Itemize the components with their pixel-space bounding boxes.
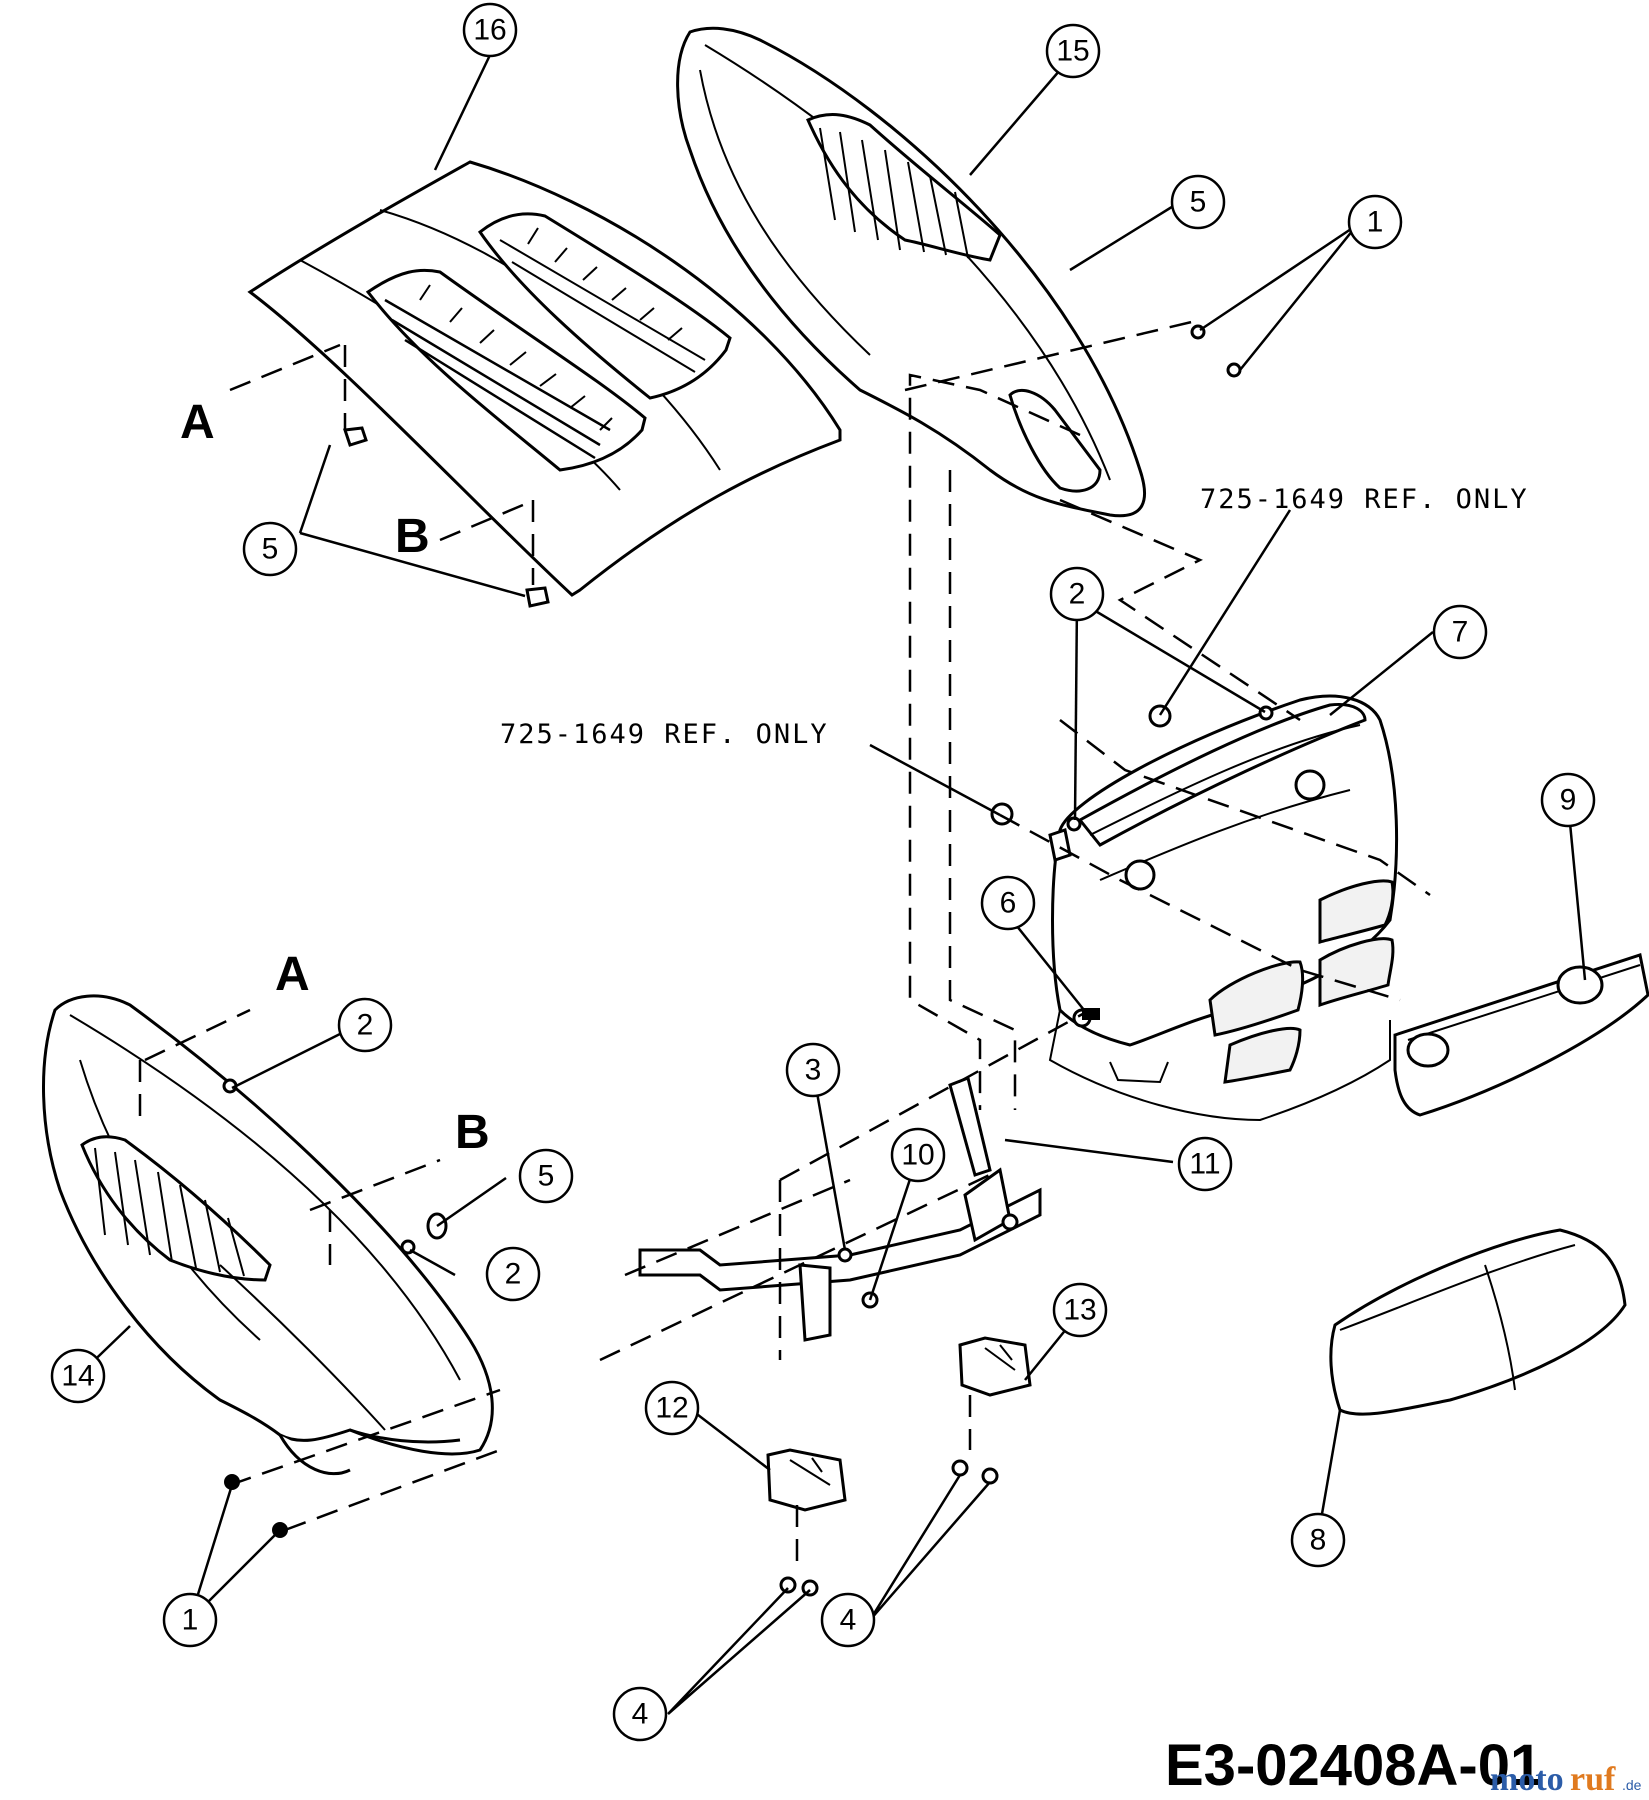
svg-text:2: 2	[357, 1009, 374, 1042]
lens-part-8	[1329, 1228, 1627, 1416]
watermark-part-2: ruf	[1570, 1761, 1616, 1798]
svg-text:13: 13	[1063, 1294, 1096, 1327]
watermark-part-1: moto	[1490, 1761, 1564, 1798]
watermark-suffix: .de	[1622, 1777, 1642, 1793]
svg-text:10: 10	[901, 1139, 934, 1172]
svg-text:6: 6	[1000, 887, 1017, 920]
watermark-logo: moto ruf .de	[1490, 1761, 1642, 1798]
svg-text:15: 15	[1056, 35, 1089, 68]
callout-1-top: 1	[1347, 194, 1403, 250]
callout-2-panel-top: 2	[337, 997, 393, 1053]
svg-text:3: 3	[805, 1054, 822, 1087]
ref-note-right: 725-1649 REF. ONLY	[1200, 484, 1529, 515]
svg-text:9: 9	[1560, 784, 1577, 817]
callout-1-bottom: 1	[162, 1592, 218, 1648]
letter-b-panel: B	[455, 1106, 490, 1159]
diagram-code: E3-02408A-01	[1165, 1733, 1542, 1798]
callout-5-panel: 5	[518, 1148, 574, 1204]
callout-5-hood: 5	[242, 521, 298, 577]
svg-text:11: 11	[1189, 1148, 1220, 1181]
svg-text:4: 4	[632, 1698, 649, 1731]
callout-3: 3	[785, 1042, 841, 1098]
svg-text:2: 2	[505, 1258, 522, 1291]
latch-part-13	[958, 1336, 1032, 1397]
frame-part-10	[638, 1075, 1042, 1342]
headlight-part-9	[1393, 953, 1649, 1117]
letter-a-panel: A	[275, 948, 310, 1001]
svg-text:12: 12	[655, 1392, 688, 1425]
assembly-lines	[138, 318, 1431, 1570]
svg-text:1: 1	[1367, 206, 1384, 239]
svg-text:1: 1	[182, 1604, 199, 1637]
callout-2-panel-bottom: 2	[485, 1246, 541, 1302]
letter-a-hood: A	[180, 396, 215, 449]
callout-7: 7	[1432, 604, 1488, 660]
callout-6: 6	[980, 875, 1036, 931]
grille-part-7	[1048, 694, 1399, 1122]
letter-b-hood: B	[395, 510, 430, 563]
callout-16: 16	[462, 2, 518, 58]
callout-5-top: 5	[1170, 174, 1226, 230]
callout-10: 10	[890, 1127, 946, 1183]
callout-9: 9	[1540, 772, 1596, 828]
side-panel-part-15	[676, 26, 1147, 518]
callout-14: 14	[50, 1348, 106, 1404]
callout-12: 12	[644, 1380, 700, 1436]
callout-8: 8	[1290, 1512, 1346, 1568]
latch-part-12	[766, 1448, 847, 1512]
callout-2-grille: 2	[1049, 566, 1105, 622]
svg-text:2: 2	[1069, 578, 1086, 611]
svg-text:16: 16	[473, 14, 506, 47]
svg-text:7: 7	[1452, 616, 1469, 649]
callout-15: 15	[1045, 23, 1101, 79]
svg-text:4: 4	[840, 1604, 857, 1637]
callout-4-right: 4	[820, 1592, 876, 1648]
fasteners	[222, 324, 1274, 1597]
svg-text:5: 5	[262, 533, 279, 566]
callout-13: 13	[1052, 1282, 1108, 1338]
callout-11: 11	[1177, 1136, 1233, 1192]
leader-lines	[77, 54, 1587, 1715]
svg-text:5: 5	[538, 1160, 555, 1193]
callout-4-left: 4	[612, 1686, 668, 1742]
ref-note-left: 725-1649 REF. ONLY	[500, 719, 829, 750]
svg-text:8: 8	[1310, 1524, 1327, 1557]
hood-part-16	[247, 160, 842, 608]
svg-text:14: 14	[61, 1360, 94, 1393]
side-panel-part-14	[42, 994, 494, 1476]
svg-text:5: 5	[1190, 186, 1207, 219]
